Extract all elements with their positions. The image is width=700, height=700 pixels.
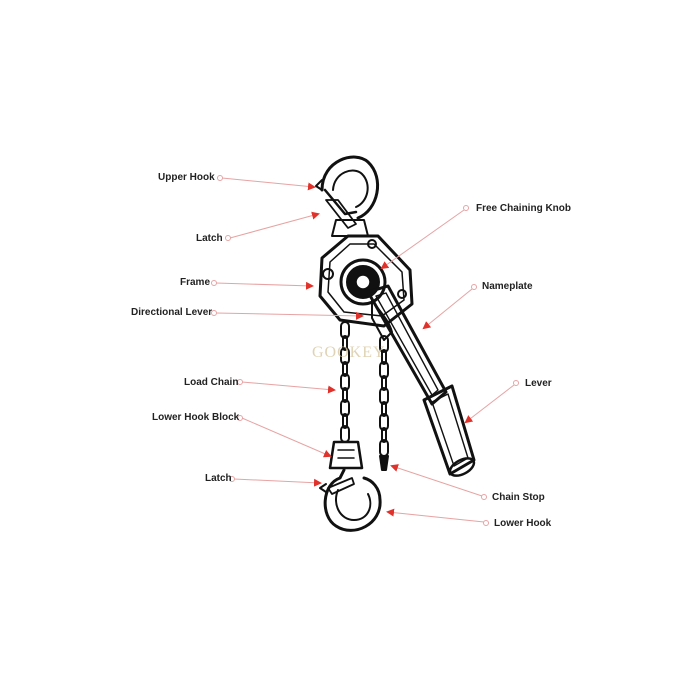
frame-body <box>318 234 414 328</box>
load-chain <box>340 321 350 443</box>
label-upper-hook: Upper Hook <box>158 172 215 183</box>
label-lower-hook-block: Lower Hook Block <box>152 412 240 423</box>
label-load-chain: Load Chain <box>184 377 239 388</box>
leader-dot-lever <box>513 380 519 386</box>
leader-dot-nameplate <box>471 284 477 290</box>
label-lever: Lever <box>525 378 552 389</box>
leader-lower-hook <box>386 508 485 523</box>
label-lower-hook: Lower Hook <box>494 518 552 529</box>
leader-directional-lever <box>215 311 364 320</box>
lower-latch <box>327 477 355 495</box>
leader-nameplate <box>422 288 473 330</box>
leader-dot-chain-stop <box>481 494 487 500</box>
label-nameplate: Nameplate <box>482 281 533 292</box>
leader-lower-hook-block <box>241 417 332 458</box>
chain-stop <box>379 455 389 471</box>
label-chain-stop: Chain Stop <box>492 492 545 503</box>
lever-arm <box>366 284 448 406</box>
leader-dot-free-chaining-knob <box>463 205 469 211</box>
leader-latch-lower <box>233 478 322 487</box>
lower-hook-block <box>328 440 364 470</box>
upper-hook <box>315 155 379 220</box>
leader-upper-hook <box>221 177 316 191</box>
label-free-chaining-knob: Free Chaining Knob <box>476 203 571 214</box>
label-latch-upper: Latch <box>196 233 223 244</box>
label-latch-lower: Latch <box>205 473 232 484</box>
leader-dot-latch-upper <box>225 235 231 241</box>
upper-latch <box>325 199 357 229</box>
leader-dot-directional-lever <box>211 310 217 316</box>
leader-dot-lower-hook <box>483 520 489 526</box>
leader-free-chaining-knob <box>380 209 465 270</box>
leader-dot-upper-hook <box>217 175 223 181</box>
leader-frame <box>215 281 314 290</box>
leader-load-chain <box>241 381 336 394</box>
leader-lever <box>464 384 515 424</box>
watermark: GOOKEY <box>312 344 386 361</box>
leader-dot-frame <box>211 280 217 286</box>
lever-hoist-illustration <box>315 155 476 532</box>
leader-chain-stop <box>390 464 483 497</box>
label-frame: Frame <box>180 277 211 288</box>
leader-latch-upper <box>229 211 320 239</box>
lever-handle <box>422 384 476 477</box>
free-chaining-knob-hub <box>339 258 387 306</box>
lower-hook <box>319 468 382 532</box>
label-directional-lever: Directional Lever <box>131 307 213 318</box>
leader-lines <box>211 175 519 526</box>
